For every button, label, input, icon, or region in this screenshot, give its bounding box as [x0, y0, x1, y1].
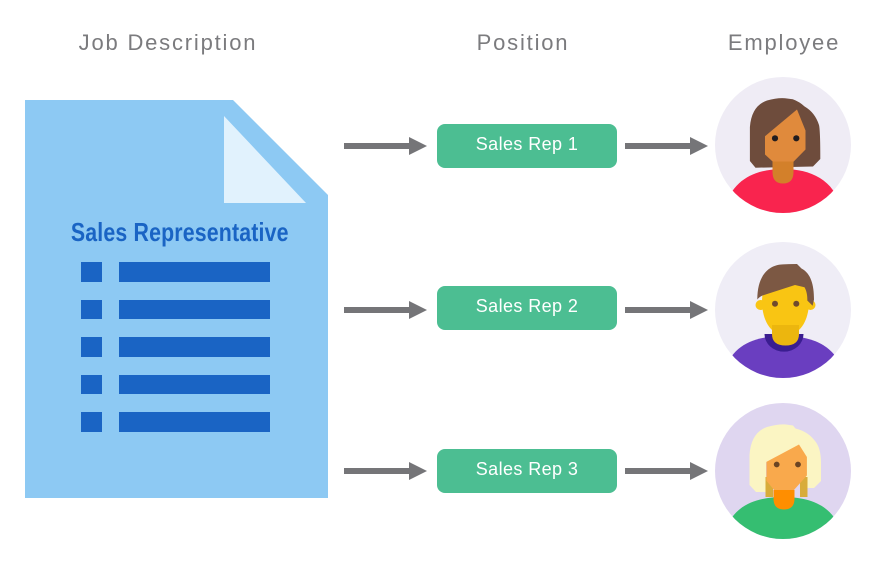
arrow-position-to-employee-3: [625, 461, 708, 480]
document-icon: [25, 100, 328, 498]
hair: [757, 263, 814, 306]
avatar-woman-green-shirt: [715, 402, 851, 539]
doc-list-bar: [119, 374, 270, 394]
arrow-position-to-employee-1: [625, 136, 708, 155]
position-box-2: Sales Rep 2: [437, 286, 617, 330]
doc-list-row: [81, 337, 270, 357]
neck: [772, 161, 794, 184]
doc-list-bar: [119, 262, 270, 282]
job-description-document: Sales Representative: [25, 100, 328, 498]
arrow-position-to-employee-2: [625, 300, 708, 319]
doc-list-bar: [119, 337, 270, 357]
neck: [772, 324, 799, 345]
doc-list-bullet: [81, 337, 102, 357]
arrow-doc-to-position-3: [344, 461, 427, 480]
document-list: [81, 262, 270, 450]
avatar-woman-red-shirt: [715, 77, 851, 213]
doc-list-bar: [119, 299, 270, 319]
doc-list-bullet: [81, 374, 102, 394]
doc-list-bullet: [81, 299, 102, 319]
doc-list-bar: [119, 412, 270, 432]
position-box-1: Sales Rep 1: [437, 123, 617, 168]
column-header-job-description: Job Description: [78, 30, 258, 55]
avatar-man-purple-shirt: [715, 241, 851, 378]
doc-list-row: [81, 299, 270, 319]
column-header-employee: Employee: [727, 30, 841, 55]
neck: [773, 489, 795, 509]
face: [766, 444, 807, 493]
doc-list-bullet: [81, 412, 102, 432]
shirt: [725, 496, 841, 539]
column-header-position: Position: [476, 30, 570, 55]
arrow-doc-to-position-1: [344, 136, 427, 155]
doc-list-bullet: [81, 262, 102, 282]
doc-list-row: [81, 374, 270, 394]
shirt: [724, 335, 843, 378]
arrow-doc-to-position-2: [344, 300, 427, 319]
doc-list-row: [81, 412, 270, 432]
face: [765, 109, 806, 164]
shirt: [725, 169, 841, 213]
document-title: Sales Representative: [70, 217, 289, 247]
position-box-3: Sales Rep 3: [437, 448, 617, 493]
doc-list-row: [81, 262, 270, 282]
